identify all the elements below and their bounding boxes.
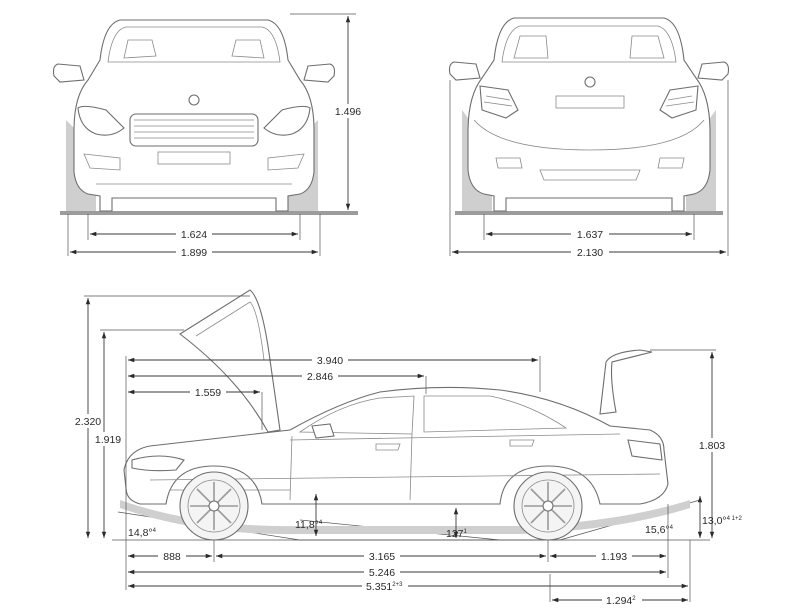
front-left-headlight xyxy=(77,105,125,136)
rear-star-emblem xyxy=(584,76,596,88)
rear-ground-line xyxy=(455,211,723,215)
rear-left-taillight xyxy=(479,85,519,119)
rear-1294-label: 1.2942 xyxy=(606,595,636,607)
side-view: 2.320 1.919 1.803 3.940 2.846 1.559 14,8… xyxy=(70,289,742,607)
front-star-emblem xyxy=(188,94,200,106)
front-overhang-label: 888 xyxy=(163,551,181,563)
rear-left-mirror xyxy=(448,61,481,81)
front-view: 1.496 1.624 1.899 xyxy=(52,13,366,259)
open-trunk-lid xyxy=(599,349,653,415)
front-wheel xyxy=(179,471,249,541)
rear-overhang-label: 1.193 xyxy=(601,551,627,563)
front-right-mirror xyxy=(303,63,336,83)
wheelbase-label: 3.165 xyxy=(369,551,395,563)
front-ground-line xyxy=(60,211,358,215)
open-hood xyxy=(179,289,281,433)
rear-angle-label: 13,0°4 1+2 xyxy=(702,515,742,527)
front-right-headlight xyxy=(263,105,311,136)
length-3940-label: 3.940 xyxy=(317,355,343,367)
rear-wheel xyxy=(513,471,583,541)
front-grille xyxy=(129,113,259,147)
front-height-label: 1.496 xyxy=(335,106,361,118)
trunk-open-height-label: 1.803 xyxy=(699,440,725,452)
hood-open-height-label: 2.320 xyxy=(75,416,101,428)
side-headlight xyxy=(131,455,185,472)
side-taillight xyxy=(627,439,663,461)
front-left-mirror xyxy=(52,63,85,83)
length-2846-label: 2.846 xyxy=(307,371,333,383)
front-width-label: 1.899 xyxy=(181,247,207,259)
rear-track-label: 1.637 xyxy=(577,229,603,241)
ground-clearance-label: 1271 xyxy=(446,528,468,540)
height-1919-label: 1.919 xyxy=(95,434,121,446)
rear-view: 1.637 2.130 xyxy=(448,17,730,259)
rear-body-outline xyxy=(467,17,711,212)
approach-angle-label: 14,8°4 xyxy=(128,527,157,539)
departure-angle-label: 15,6°4 xyxy=(645,524,674,536)
length-5246-label: 5.246 xyxy=(369,567,395,579)
rear-right-taillight xyxy=(659,85,699,119)
side-body-outline xyxy=(123,386,669,505)
rear-right-mirror xyxy=(697,61,730,81)
length-5351-label: 5.3512+3 xyxy=(366,581,403,593)
length-1559-label: 1.559 xyxy=(195,387,221,399)
front-track-label: 1.624 xyxy=(181,229,207,241)
ramp-angle-label: 11,8°4 xyxy=(295,519,323,531)
rear-width-label: 2.130 xyxy=(577,247,603,259)
